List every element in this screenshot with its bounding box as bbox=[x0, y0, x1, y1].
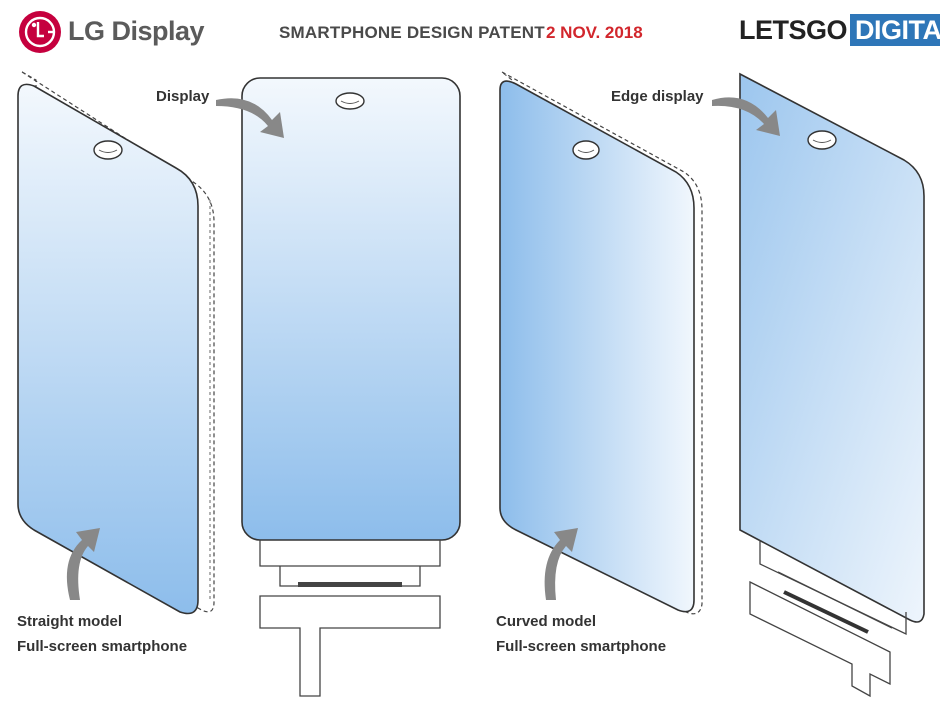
straight-arrow-icon bbox=[66, 528, 100, 600]
display-label: Display bbox=[156, 88, 210, 105]
edge-display-arrow-icon bbox=[712, 97, 780, 136]
lg-logo-icon bbox=[19, 11, 61, 53]
patent-date: 2 NOV. 2018 bbox=[546, 23, 643, 42]
site-logo-part2: DIGITAL bbox=[850, 14, 940, 46]
display-phone bbox=[241, 77, 461, 697]
edge-display-label: Edge display bbox=[611, 88, 704, 105]
curved-arrow-icon bbox=[544, 528, 578, 600]
straight-model-phone bbox=[17, 71, 215, 615]
curved-model-label: Curved model bbox=[496, 613, 597, 630]
patent-title: SMARTPHONE DESIGN PATENT bbox=[279, 23, 545, 42]
curved-model-phone bbox=[499, 71, 703, 615]
site-logo: LETSGO DIGITAL bbox=[739, 14, 940, 46]
display-arrow-icon bbox=[216, 98, 284, 138]
straight-model-label: Straight model bbox=[17, 613, 123, 630]
header: LG Display SMARTPHONE DESIGN PATENT 2 NO… bbox=[0, 0, 940, 70]
edge-display-phone bbox=[739, 72, 925, 698]
straight-model-subtitle: Full-screen smartphone bbox=[17, 638, 188, 655]
curved-model-subtitle: Full-screen smartphone bbox=[496, 638, 667, 655]
brand-name: LG Display bbox=[68, 16, 205, 46]
site-logo-part1: LETSGO bbox=[739, 15, 848, 45]
